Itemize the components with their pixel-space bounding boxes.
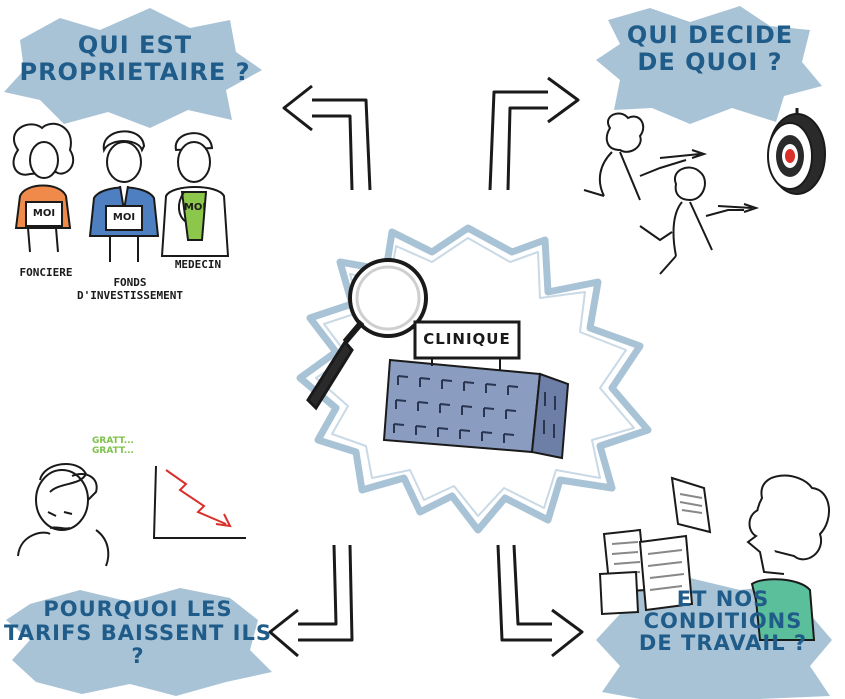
- title-bottom-left-line-2: TARIFS BAISSENT ILS ?: [4, 620, 272, 669]
- clinic-building-icon: [382, 320, 570, 460]
- worried-person-figure: [17, 462, 110, 567]
- arrow-top-right: [488, 76, 580, 191]
- title-top-left-line-1: QUI EST: [77, 31, 193, 59]
- owner-fonds-label: FONDS D'INVESTISSEMENT: [70, 276, 190, 302]
- splash-top-left: [4, 8, 262, 128]
- title-top-left-line-2: PROPRIETAIRE ?: [19, 57, 251, 86]
- title-top-right-line-1: QUI DECIDE: [626, 21, 794, 49]
- title-top-right-line-2: DE QUOI ?: [637, 47, 783, 76]
- worker-figure: [746, 474, 831, 641]
- title-bottom-left-line-1: POURQUOI LES: [43, 597, 233, 621]
- splash-top-right: [596, 6, 822, 124]
- title-bottom-right-line-3: DE TRAVAIL ?: [638, 631, 808, 656]
- decline-chart-icon: [152, 465, 246, 539]
- owner-fonds-label-line-2: D'INVESTISSEMENT: [77, 289, 183, 303]
- clinic-sign: CLINIQUE: [423, 330, 511, 348]
- title-bottom-right-line-1: ET NOS: [676, 587, 770, 611]
- arrow-bottom-left: [268, 544, 354, 658]
- owner-fonds-label-line-1: FONDS: [113, 276, 147, 289]
- owner-fonciere-label-line-1: FONCIERE: [19, 266, 73, 279]
- scratch-sound-line-2: GRATT...: [92, 446, 134, 457]
- darts-icon: [583, 112, 760, 275]
- owner-medecin-label: MEDECIN: [160, 258, 236, 271]
- title-top-right: QUI DECIDE DE QUOI ?: [600, 22, 820, 76]
- splash-bottom-left: [6, 588, 272, 696]
- owner-fonds-figure: [88, 130, 160, 262]
- owner-fonciere-figure: [12, 122, 75, 253]
- arrow-top-left: [282, 84, 372, 191]
- owner-fonciere-label: FONCIERE: [6, 266, 86, 279]
- owner-medecin-figure: [160, 132, 230, 257]
- owner-fonciere-tag: MOI: [32, 208, 56, 219]
- magnifier-icon: [306, 258, 428, 411]
- arrow-bottom-right: [496, 544, 584, 658]
- title-bottom-left: POURQUOI LES TARIFS BAISSENT ILS ?: [4, 597, 272, 669]
- title-bottom-right-line-2: CONDITIONS: [643, 609, 803, 634]
- owner-fonds-tag: MOI: [112, 212, 136, 223]
- papers-icon: [598, 476, 712, 616]
- title-top-left: QUI EST PROPRIETAIRE ?: [10, 32, 260, 86]
- scratch-sound: GRATT... GRATT...: [92, 436, 152, 457]
- title-bottom-right: ET NOS CONDITIONS DE TRAVAIL ?: [612, 588, 834, 654]
- target-icon: [767, 108, 826, 195]
- scratch-sound-line-1: GRATT...: [92, 436, 134, 446]
- owner-medecin-tag: MOI: [183, 202, 207, 213]
- owner-medecin-label-line-1: MEDECIN: [174, 258, 222, 271]
